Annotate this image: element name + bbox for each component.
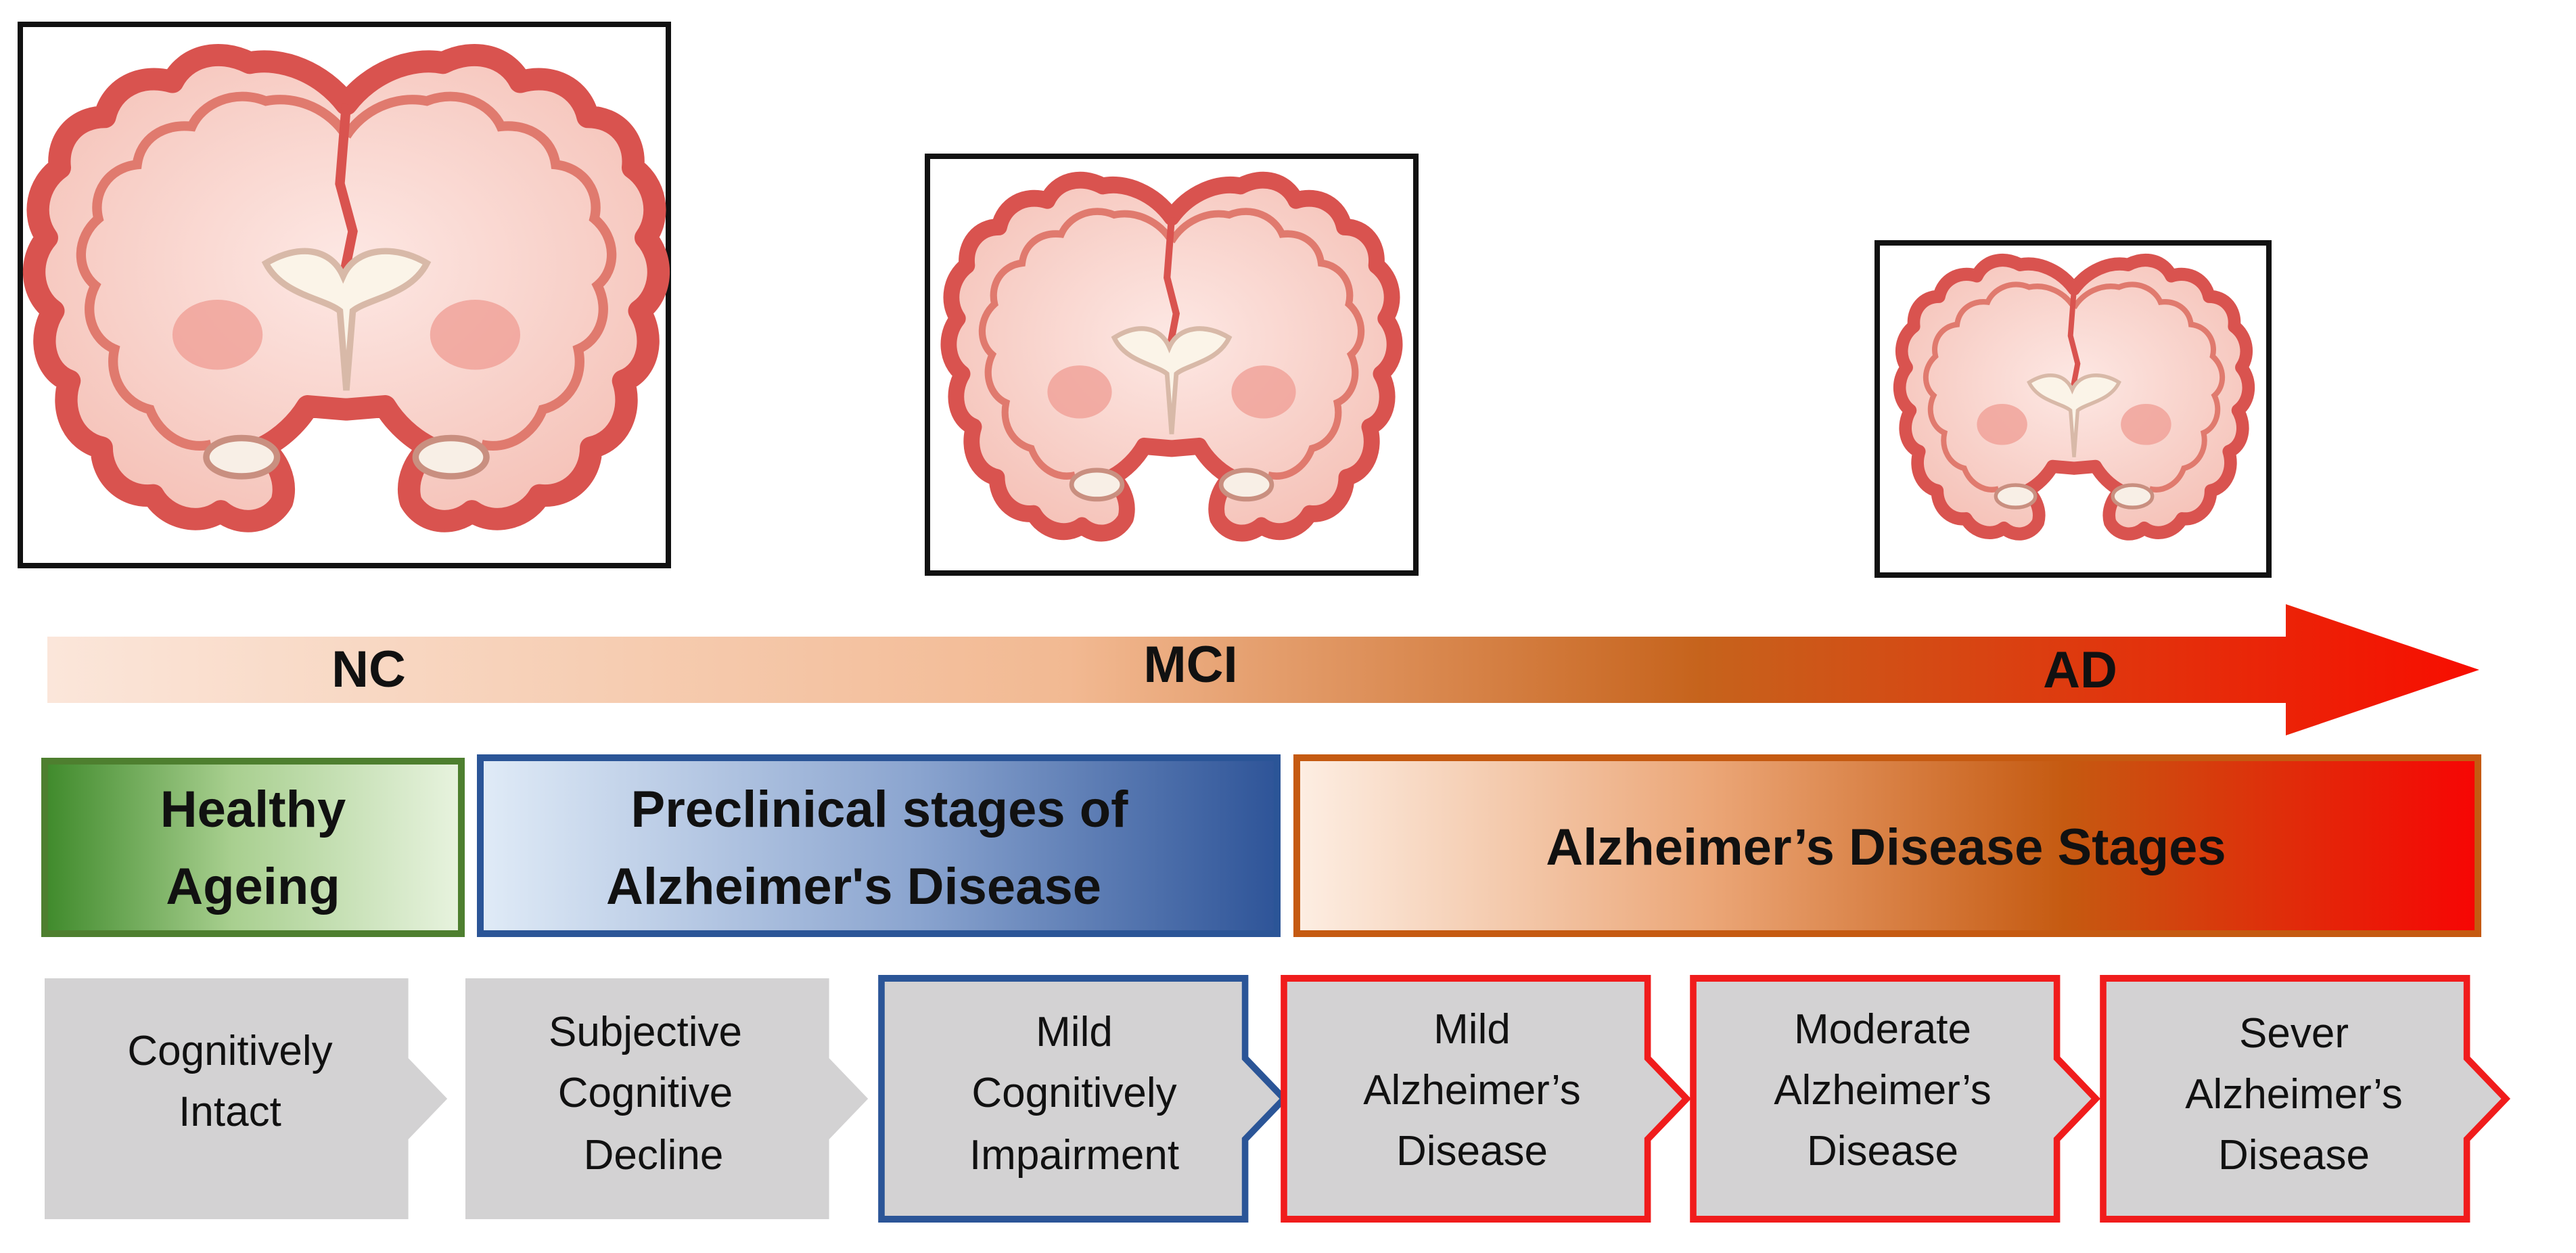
stage-label-line2: Cognitively (971, 1070, 1176, 1116)
stage-severe-alzheimers: Sever Alzheimer’s Disease (2103, 978, 2506, 1219)
stage-label-line2: Alzheimer’s (1363, 1067, 1581, 1114)
stage-moderate-alzheimers: Moderate Alzheimer’s Disease (1693, 978, 2096, 1219)
stage-label-line1: Mild (1036, 1009, 1113, 1055)
stage-label-line1: Moderate (1794, 1006, 1971, 1053)
stage-subjective-cognitive-decline: Subjective Cognitive Decline (465, 978, 869, 1219)
stage-label-line3: Decline (584, 1132, 724, 1179)
progression-arrow-shape (47, 604, 2479, 735)
category-label-line1: Preclinical stages of (631, 781, 1129, 838)
category-box (477, 754, 1281, 937)
progression-arrow: NC MCI AD (47, 604, 2479, 735)
category-box (1293, 754, 2481, 937)
category-label-line1: Alzheimer’s Disease Stages (1546, 819, 2226, 876)
category-label-line2: Ageing (166, 858, 340, 915)
stage-mild-cognitive-impairment: Mild Cognitively Impairment (881, 978, 1284, 1219)
stage-label-line3: Disease (1807, 1128, 1958, 1175)
arrow-label-nc: NC (331, 641, 406, 698)
stage-label-line3: Impairment (969, 1132, 1179, 1179)
category-label-line2: Alzheimer's Disease (606, 858, 1101, 915)
nc-brain-panel (18, 22, 671, 568)
arrow-label-ad: AD (2043, 641, 2117, 699)
stage-label-line3: Disease (2218, 1132, 2370, 1179)
category-healthy-ageing: Healthy Ageing (41, 758, 465, 937)
stage-mild-alzheimers: Mild Alzheimer’s Disease (1284, 978, 1686, 1219)
mci-brain-panel (925, 154, 1419, 576)
stage-label-line2: Cognitive (558, 1070, 733, 1116)
stage-label-line2: Intact (179, 1089, 281, 1135)
ad-brain-panel (1874, 240, 2272, 578)
stage-label-line1: Mild (1433, 1006, 1511, 1053)
stage-label-line1: Subjective (549, 1009, 742, 1055)
category-label-line1: Healthy (160, 781, 346, 838)
category-preclinical: Preclinical stages of Alzheimer's Diseas… (477, 754, 1281, 937)
category-box (41, 758, 465, 937)
stage-label-line1: Cognitively (127, 1028, 332, 1074)
stage-label-line3: Disease (1396, 1128, 1548, 1175)
category-ad-stages: Alzheimer’s Disease Stages (1293, 754, 2481, 937)
stage-label-line2: Alzheimer’s (1774, 1067, 1992, 1114)
stage-label-line1: Sever (2239, 1010, 2349, 1057)
arrow-label-mci: MCI (1143, 636, 1237, 693)
stage-label-line2: Alzheimer’s (2185, 1071, 2403, 1118)
stage-cognitively-intact: Cognitively Intact (45, 978, 448, 1219)
